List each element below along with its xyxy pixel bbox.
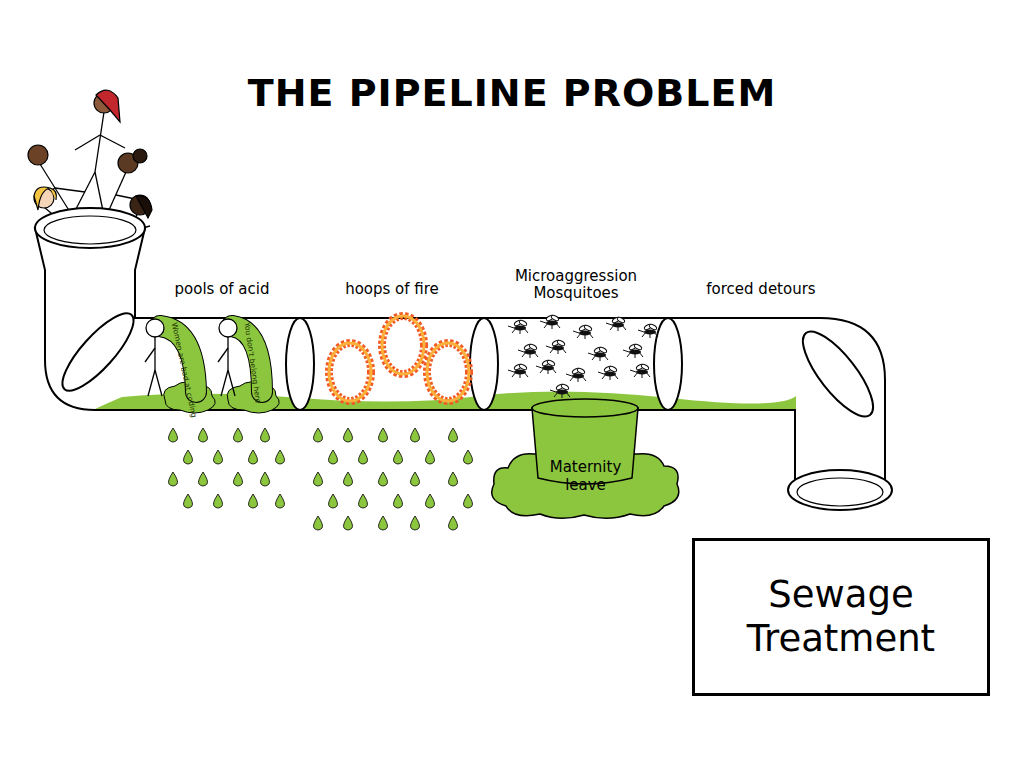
acid-drop — [261, 472, 270, 486]
pipe-joint — [53, 304, 144, 400]
acid-drop — [199, 428, 208, 442]
acid-drop — [199, 472, 208, 486]
acid-drop — [344, 516, 353, 530]
acid-drop — [314, 472, 323, 486]
acid-drop — [394, 494, 403, 508]
acid-drop — [214, 450, 223, 464]
acid-drop — [169, 428, 178, 442]
funnel-opening — [35, 208, 145, 248]
mosquito — [508, 319, 528, 334]
acid-drop — [344, 428, 353, 442]
acid-drop — [276, 450, 285, 464]
mosquito — [623, 343, 643, 358]
section-label: Microaggression Mosquitoes — [491, 268, 661, 303]
acid-drops — [169, 428, 473, 530]
mosquito — [606, 316, 626, 331]
pipe-joint — [654, 318, 682, 410]
mosquito — [598, 365, 618, 380]
acid-drop — [234, 428, 243, 442]
acid-drop — [359, 494, 368, 508]
acid-drop — [314, 516, 323, 530]
acid-drop — [169, 472, 178, 486]
mosquitoes — [508, 314, 658, 398]
acid-drop — [449, 516, 458, 530]
acid-drop — [379, 472, 388, 486]
acid-drop — [249, 450, 258, 464]
pipe-exit — [788, 470, 892, 510]
acid-drop — [426, 494, 435, 508]
acid-drop — [449, 472, 458, 486]
acid-drop — [464, 450, 473, 464]
pipe-joint — [792, 322, 884, 426]
acid-drop — [464, 494, 473, 508]
diagram-title: THE PIPELINE PROBLEM — [0, 72, 1024, 116]
acid-drop — [314, 428, 323, 442]
node-text: Maternity leave — [536, 458, 636, 494]
mosquito — [540, 314, 560, 329]
mosquito — [550, 383, 570, 398]
figure-heads — [28, 90, 152, 218]
acid-drop — [411, 472, 420, 486]
mosquito — [588, 346, 608, 361]
acid-drop — [261, 428, 270, 442]
mosquito — [566, 367, 586, 382]
node-text: Sewage Treatment — [705, 573, 977, 662]
mosquito — [630, 363, 650, 378]
pipe-joint — [470, 318, 498, 410]
acid-drop — [344, 472, 353, 486]
maternity-bucket: Maternity leave — [488, 396, 683, 520]
acid-drop — [359, 450, 368, 464]
acid-drop — [184, 494, 193, 508]
fire-hoops — [329, 316, 469, 401]
section-label: pools of acid — [157, 281, 287, 298]
mosquito — [536, 359, 556, 374]
acid-drop — [249, 494, 258, 508]
pipe-outline — [35, 228, 885, 490]
acid-drop — [411, 428, 420, 442]
acid-drop — [276, 494, 285, 508]
section-label: hoops of fire — [327, 281, 457, 298]
section-label: forced detours — [686, 281, 836, 298]
acid-drop — [426, 450, 435, 464]
acid-drop — [379, 516, 388, 530]
acid-drop — [411, 516, 420, 530]
acid-drop — [184, 450, 193, 464]
mosquito — [573, 324, 593, 339]
acid-drop — [394, 450, 403, 464]
mosquito — [546, 339, 566, 354]
acid-drop — [214, 494, 223, 508]
acid-drop — [379, 428, 388, 442]
mosquito — [638, 323, 658, 338]
acid-drop — [449, 428, 458, 442]
acid-drop — [234, 472, 243, 486]
mosquito — [508, 363, 528, 378]
mosquito — [518, 343, 538, 358]
sewage-box: Sewage Treatment — [692, 538, 990, 696]
acid-drop — [329, 450, 338, 464]
acid-drop — [329, 494, 338, 508]
pipe-joint — [286, 318, 314, 410]
